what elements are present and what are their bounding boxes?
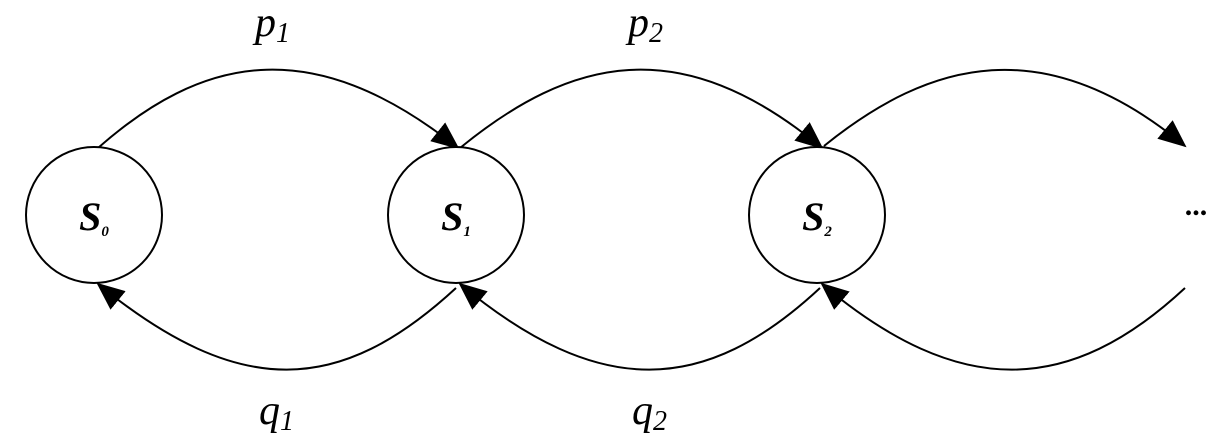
svg-text:S0: S0: [79, 194, 109, 240]
state-node-s2: S2: [748, 146, 886, 284]
state-label: S: [802, 194, 824, 239]
forward-label-p1: p1: [252, 0, 290, 49]
svg-text:S2: S2: [802, 194, 832, 240]
backward-label-q1: q1: [259, 388, 294, 437]
transition-arc-s2-s1: [458, 282, 821, 371]
state-subscript: 2: [823, 224, 832, 240]
continuation-ellipsis: ...: [1185, 189, 1208, 222]
svg-text:S1: S1: [441, 194, 471, 240]
transition-arc-s1-s0: [96, 282, 457, 371]
state-label: S: [79, 194, 101, 239]
transition-arc-s2-next: [823, 68, 1187, 148]
transition-arc-s1-s2: [459, 68, 824, 150]
transition-arc-next-s2: [820, 282, 1186, 371]
state-label: S: [441, 194, 463, 239]
state-subscript: 1: [463, 224, 471, 240]
state-node-s1: S1: [387, 146, 525, 284]
backward-label-q2: q2: [632, 388, 667, 437]
forward-label-p2: p2: [625, 0, 663, 49]
state-node-s0: S0: [25, 146, 163, 284]
transition-arc-s0-s1: [97, 68, 460, 150]
state-subscript: 0: [101, 224, 109, 240]
